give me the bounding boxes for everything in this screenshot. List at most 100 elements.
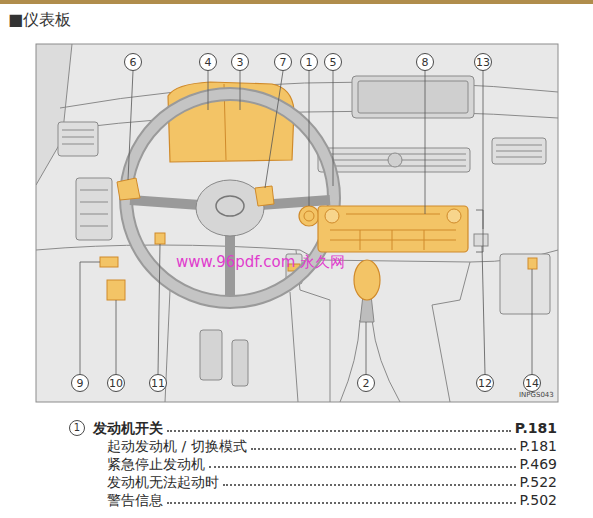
leader-line (333, 71, 334, 186)
clock (388, 153, 402, 167)
header-bar (0, 0, 593, 4)
callout-text: 7 (280, 57, 287, 68)
panel-buttons (330, 214, 456, 250)
leader-bracket (476, 71, 483, 252)
reference-row: 发动机开关 P.181 (93, 419, 557, 437)
audio-climate-panel (318, 206, 468, 252)
page-reference: P.469 (520, 455, 557, 473)
callout-text: 3 (237, 57, 244, 68)
leader-line (366, 322, 367, 374)
switch-panel (76, 178, 112, 240)
callout-number: 10 (107, 374, 125, 392)
steering-switch (155, 233, 165, 244)
emblem (216, 196, 244, 216)
leader-line (425, 71, 426, 214)
vent-slats (496, 145, 542, 157)
item-text: 发动机无法起动时 (107, 473, 219, 491)
reference-row: 紧急停止发动机 P.469 (107, 455, 557, 473)
leader-line (532, 269, 533, 374)
callout-number: 11 (149, 374, 167, 392)
paddle-right (255, 186, 274, 206)
vent-slats (62, 130, 94, 144)
item-text: 发动机开关 (93, 419, 163, 437)
callout-text: 1 (74, 423, 80, 433)
callout-text: 5 (330, 57, 337, 68)
reference-row: 起动发动机 / 切换模式 P.181 (107, 437, 557, 455)
page-reference: P.181 (515, 419, 557, 437)
leader-line (158, 244, 160, 374)
item-text: 起动发动机 / 切换模式 (107, 437, 247, 455)
callout-number: 6 (124, 53, 142, 71)
center-display (352, 76, 474, 118)
glove-box (500, 254, 550, 314)
engine-switch (299, 206, 319, 226)
dot-leader (167, 502, 516, 504)
callout-number: 5 (324, 53, 342, 71)
dot-leader (251, 448, 516, 450)
glove-box-button (528, 258, 537, 269)
shift-knob (354, 260, 380, 300)
item-text: 警告信息 (107, 491, 163, 509)
watermark: www.96pdf.com 永久网 (176, 253, 345, 271)
callout-text: 8 (422, 57, 429, 68)
page-title: ■仪表板 (8, 10, 71, 30)
callout-text: 9 (77, 378, 84, 389)
steering-hub (196, 180, 264, 236)
callout-number: 3 (231, 53, 249, 71)
leader-line (265, 71, 283, 188)
reference-row: 发动机无法起动时 P.522 (107, 473, 557, 491)
page-reference: P.181 (520, 437, 557, 455)
callout-number: 9 (71, 374, 89, 392)
dot-leader (167, 430, 511, 432)
reference-row: 警告信息 P.502 (107, 491, 557, 509)
leader-line (240, 71, 241, 110)
callout-number: 1 (69, 420, 85, 436)
dot-leader (223, 484, 516, 486)
callout-text: 11 (151, 378, 165, 389)
callout-text: 1 (306, 57, 313, 68)
accelerator-pedal (232, 340, 248, 386)
right-vent (492, 138, 546, 164)
callout-text: 14 (525, 378, 539, 389)
callout-number: 12 (476, 374, 494, 392)
illustration-frame (36, 44, 558, 402)
brake-pedal (200, 330, 222, 380)
switch-lines (80, 190, 108, 226)
callout-number: 4 (199, 53, 217, 71)
lever-9 (100, 257, 118, 267)
center-console (296, 250, 470, 402)
a-pillar (36, 44, 72, 185)
small-button (474, 234, 488, 246)
callout-number: 2 (357, 374, 375, 392)
knob (325, 209, 339, 223)
leader-line (116, 300, 117, 374)
callout-text: 13 (476, 57, 490, 68)
engine-switch-ring (304, 211, 314, 221)
callout-text: 6 (130, 57, 137, 68)
callout-number: 1 (300, 53, 318, 71)
page-reference: P.502 (520, 491, 557, 509)
knob (447, 209, 461, 223)
leader-line (208, 71, 209, 110)
dot-leader (209, 466, 516, 468)
callout-text: 2 (363, 378, 370, 389)
center-vent (318, 148, 470, 172)
paddle-left (117, 178, 140, 200)
leader-line (128, 71, 133, 180)
callout-text: 10 (109, 378, 123, 389)
callout-number: 8 (416, 53, 434, 71)
callout-text: 12 (478, 378, 492, 389)
item-text: 紧急停止发动机 (107, 455, 205, 473)
hood-release (107, 280, 125, 300)
page-reference: P.522 (520, 473, 557, 491)
display-screen (358, 81, 468, 113)
left-vent (58, 122, 98, 156)
shift-boot (340, 320, 400, 402)
callout-number: 7 (274, 53, 292, 71)
callout-number: 13 (474, 53, 492, 71)
leader-line (482, 246, 485, 374)
leader-line (309, 71, 310, 206)
callout-number: 14 (523, 374, 541, 392)
leader-line (80, 262, 100, 374)
